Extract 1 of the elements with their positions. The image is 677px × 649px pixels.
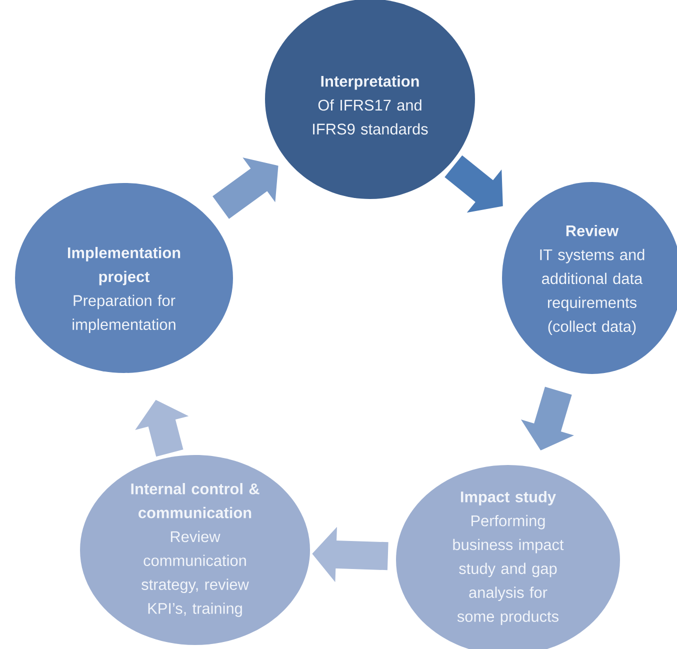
block-arrow — [212, 157, 278, 219]
